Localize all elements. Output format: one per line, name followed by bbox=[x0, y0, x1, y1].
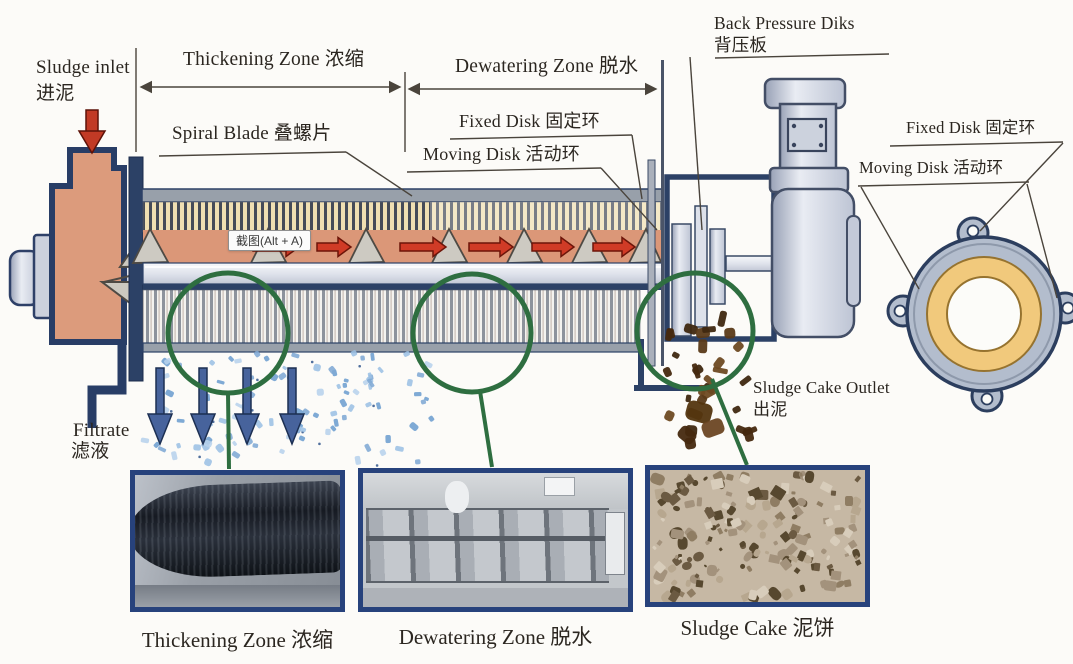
spiral-blade-label: Spiral Blade 叠螺片 bbox=[172, 123, 332, 144]
gearbox bbox=[770, 187, 856, 339]
back-pressure-label-zh: 背压板 bbox=[714, 35, 768, 55]
screenshot-tooltip[interactable]: 截图(Alt + A) bbox=[228, 230, 312, 251]
photo-dewatering-zone bbox=[358, 468, 633, 612]
caption-dewatering-zone: Dewatering Zone 脱水 bbox=[398, 625, 593, 649]
photo-sludge-cake bbox=[645, 465, 870, 607]
filtrate-label-zh: 滤液 bbox=[71, 441, 110, 462]
thickening-zone-dim-label: Thickening Zone 浓缩 bbox=[183, 49, 365, 70]
annotation-lines bbox=[135, 48, 1064, 299]
zoom-circle-cake bbox=[634, 270, 756, 392]
fixed-disk-label-mid: Fixed Disk 固定环 bbox=[459, 111, 600, 131]
moving-disk-label-mid: Moving Disk 活动环 bbox=[423, 144, 581, 164]
back-pressure-label-en: Back Pressure Diks bbox=[714, 13, 855, 33]
screen-barrel bbox=[128, 156, 664, 382]
sludge-cake-outlet-label-en: Sludge Cake Outlet bbox=[753, 378, 890, 397]
caption-sludge-cake: Sludge Cake 泥饼 bbox=[680, 616, 835, 640]
back-pressure-plate bbox=[671, 223, 692, 337]
moving-disk-label-right: Moving Disk 活动环 bbox=[859, 158, 1004, 177]
zoom-circles bbox=[165, 270, 756, 470]
fixed-disk-label-right: Fixed Disk 固定环 bbox=[906, 118, 1036, 137]
disc-ring-detail bbox=[886, 216, 1073, 413]
zoom-circle-dewatering bbox=[410, 271, 534, 395]
filtrate-label-en: Filtrate bbox=[73, 420, 130, 441]
sludge-inlet-label-en: Sludge inlet bbox=[36, 57, 130, 78]
drive-motor bbox=[763, 77, 861, 339]
photo-thickening-zone bbox=[130, 470, 345, 612]
sludge-inlet-label-zh: 进泥 bbox=[36, 83, 75, 104]
caption-thickening-zone: Thickening Zone 浓缩 bbox=[141, 628, 334, 652]
sludge-cake-particles bbox=[662, 310, 758, 450]
inlet-arrow-icon bbox=[77, 109, 107, 155]
filtrate-arrow-icons bbox=[146, 367, 306, 447]
drum-image-art bbox=[135, 480, 340, 581]
sludge-cake-outlet-label-zh: 出泥 bbox=[753, 400, 788, 419]
screw-image-art bbox=[365, 507, 610, 583]
dewatering-zone-dim-label: Dewatering Zone 脱水 bbox=[455, 56, 639, 77]
filtrate-droplets bbox=[140, 350, 435, 467]
